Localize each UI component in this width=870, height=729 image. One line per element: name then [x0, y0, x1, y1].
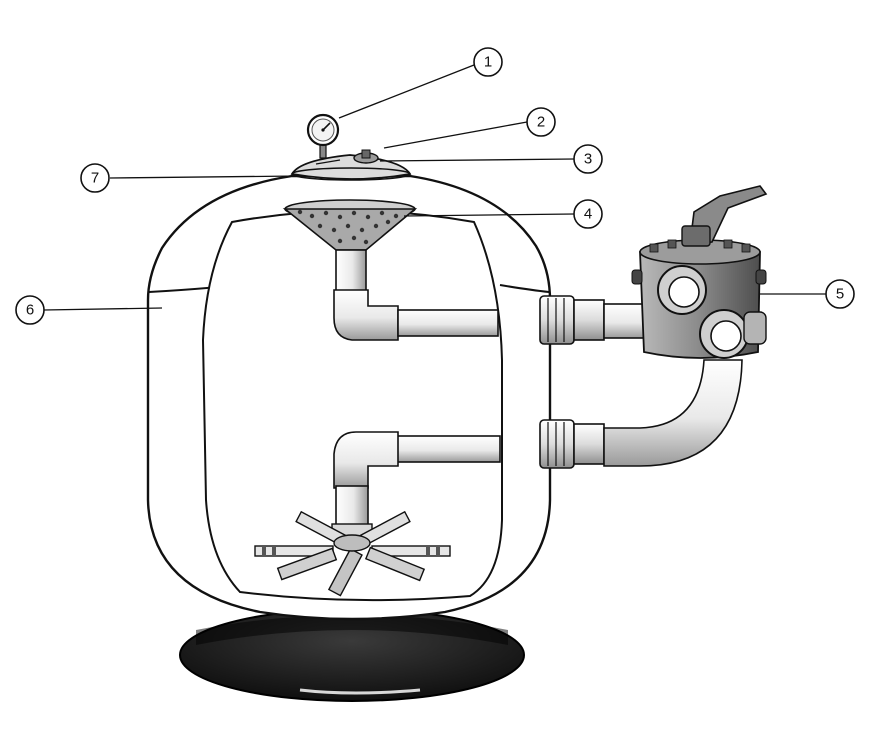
- callout-3-label: 3: [584, 151, 592, 168]
- tank-lid: [290, 149, 412, 181]
- callout-5: 5: [825, 279, 855, 309]
- filter-base: [179, 608, 525, 702]
- top-diffuser: [282, 199, 418, 251]
- callout-1-label: 1: [484, 54, 492, 71]
- callout-4: 4: [573, 199, 603, 229]
- callout-6: 6: [15, 295, 45, 325]
- gauge-icon: [306, 113, 340, 159]
- cutaway-window: [201, 210, 503, 602]
- callout-5-label: 5: [836, 286, 844, 303]
- lower-union: [539, 359, 743, 469]
- lower-pipe: [331, 431, 501, 539]
- callout-2: 2: [526, 107, 556, 137]
- callout-3: 3: [573, 144, 603, 174]
- callout-2-label: 2: [537, 114, 545, 131]
- leader-lines: [43, 64, 826, 311]
- callout-7-label: 7: [91, 170, 99, 187]
- callout-1: 1: [473, 47, 503, 77]
- air-release-valve: [353, 149, 379, 164]
- upper-union: [539, 295, 645, 345]
- callout-7: 7: [80, 163, 110, 193]
- upper-pipe: [333, 249, 499, 341]
- collector-laterals: [254, 510, 451, 597]
- callout-4-label: 4: [584, 206, 592, 223]
- valve-icon: [631, 185, 768, 359]
- callout-6-label: 6: [26, 302, 34, 319]
